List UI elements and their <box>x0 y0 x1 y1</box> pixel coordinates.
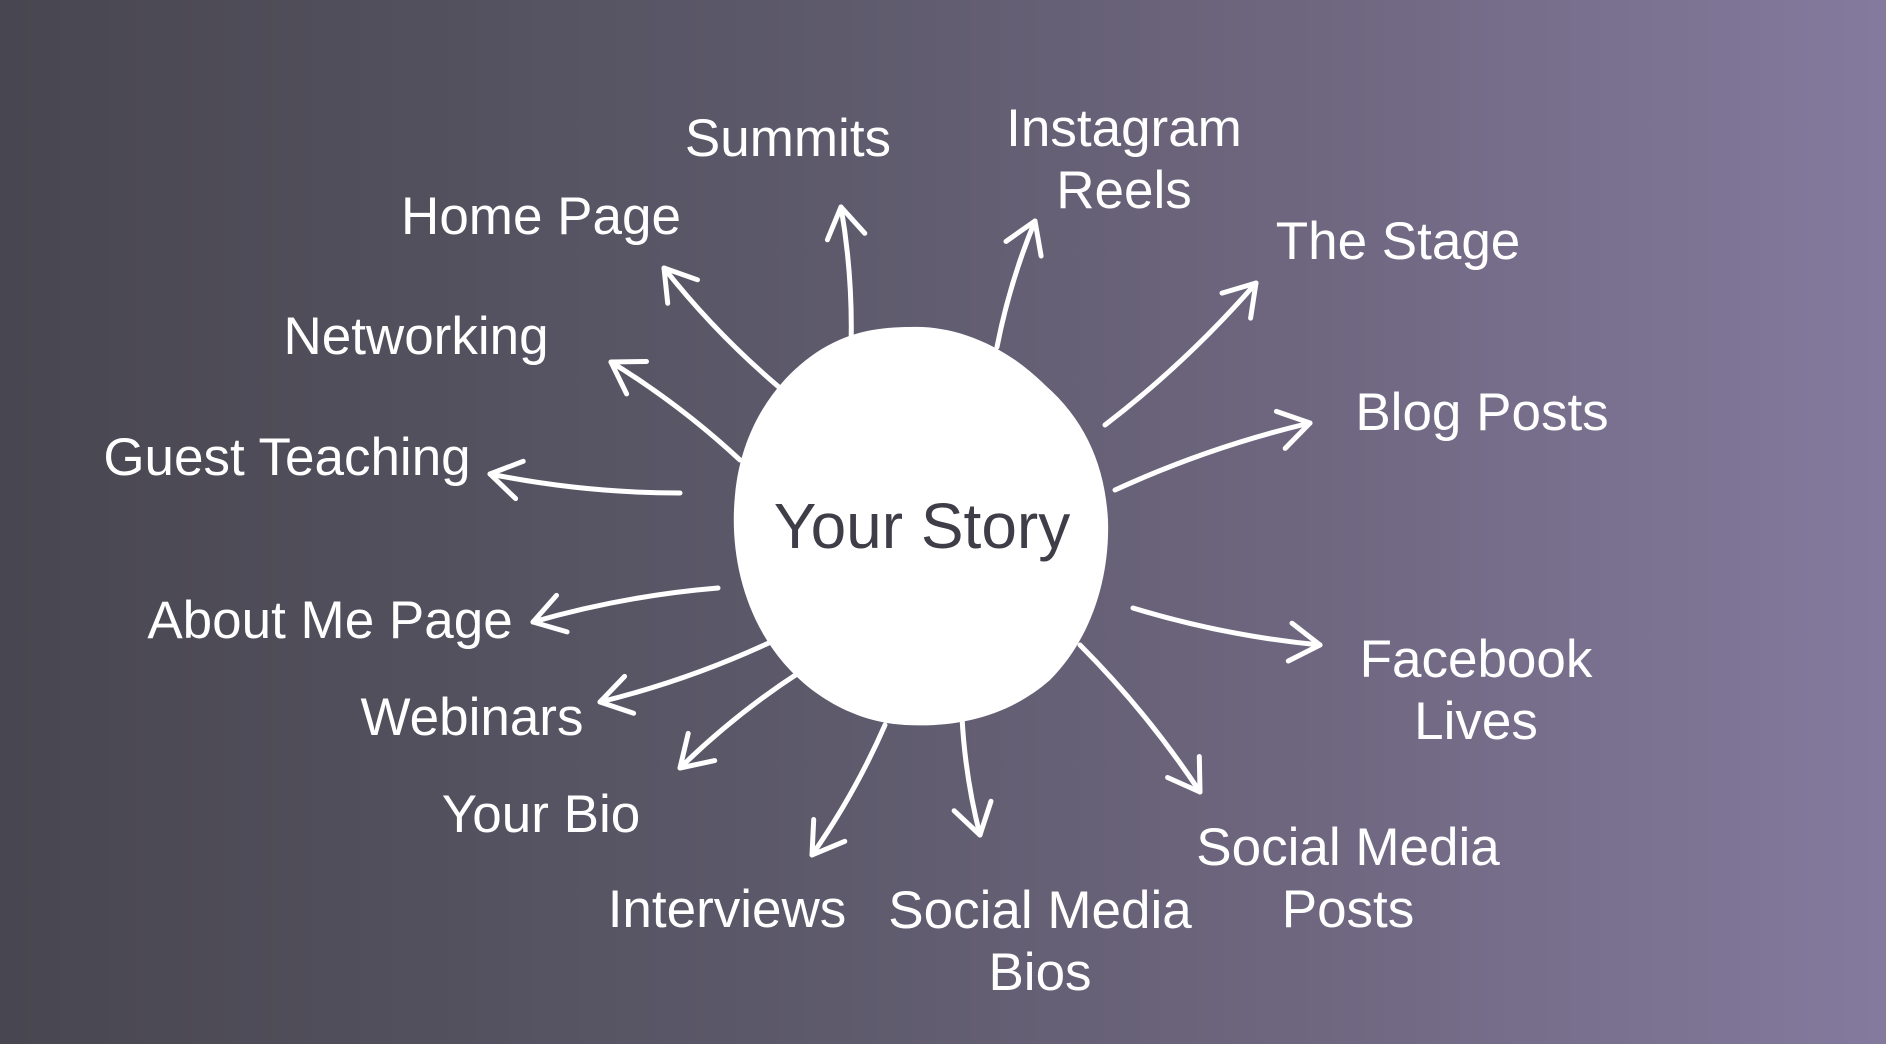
arrow-the-stage <box>1102 280 1259 428</box>
arrow-shaft <box>959 714 983 838</box>
arrow-shaft <box>1077 642 1203 795</box>
arrow-head <box>661 265 700 306</box>
arrow-head <box>1273 408 1313 451</box>
arrow-head <box>1285 620 1323 664</box>
arrow-head <box>951 798 994 838</box>
arrow-head <box>809 817 848 858</box>
arrow-shaft <box>1130 605 1323 648</box>
label-facebook-lives: Facebook Lives <box>1359 630 1593 751</box>
arrow-shaft <box>809 722 888 858</box>
label-instagram-reels: Instagram Reels <box>1006 99 1242 220</box>
label-your-bio: Your Bio <box>441 785 641 844</box>
arrow-shaft <box>597 638 776 705</box>
arrow-shaft <box>608 359 743 463</box>
arrow-shaft <box>487 471 683 496</box>
arrow-shaft <box>838 204 854 350</box>
label-guest-teaching: Guest Teaching <box>103 428 471 487</box>
arrow-head <box>1003 218 1044 259</box>
arrow-head <box>824 204 868 243</box>
label-webinars: Webinars <box>360 688 584 747</box>
label-social-media-bios: Social Media Bios <box>888 881 1192 1002</box>
arrow-interviews <box>809 722 888 858</box>
arrow-guest-teaching <box>487 458 683 502</box>
label-blog-posts: Blog Posts <box>1355 383 1609 442</box>
label-about-me-page: About Me Page <box>147 591 513 650</box>
arrow-head <box>530 592 570 635</box>
arrow-head <box>1165 754 1203 795</box>
label-interviews: Interviews <box>607 880 847 939</box>
arrow-head <box>677 730 718 771</box>
arrow-head <box>1219 280 1259 321</box>
arrow-shaft <box>530 585 721 625</box>
arrow-head <box>487 458 526 502</box>
center-circle <box>733 326 1109 726</box>
label-summits: Summits <box>684 109 892 168</box>
arrow-social-media-posts <box>1077 642 1203 795</box>
arrow-head <box>608 359 649 397</box>
label-home-page: Home Page <box>401 187 681 246</box>
center-label: Your Story <box>773 490 1071 562</box>
arrow-networking <box>608 359 743 463</box>
arrow-shaft <box>1102 280 1259 428</box>
arrow-blog-posts <box>1112 408 1313 493</box>
arrow-social-media-bios <box>951 714 994 838</box>
label-the-stage: The Stage <box>1275 212 1521 271</box>
arrow-facebook-lives <box>1130 605 1323 664</box>
arrow-about-me-page <box>530 585 721 635</box>
arrow-home-page <box>661 265 783 391</box>
arrow-shaft <box>677 669 803 771</box>
label-social-media-posts: Social Media Posts <box>1196 818 1500 939</box>
arrow-webinars <box>597 638 776 716</box>
arrow-summits <box>824 204 868 350</box>
label-networking: Networking <box>283 307 549 366</box>
arrow-shaft <box>661 265 783 391</box>
arrow-shaft <box>1112 420 1313 493</box>
arrow-shaft <box>994 218 1038 350</box>
arrow-head <box>597 673 637 716</box>
arrow-instagram-reels <box>994 218 1044 350</box>
arrow-your-bio <box>677 669 803 771</box>
